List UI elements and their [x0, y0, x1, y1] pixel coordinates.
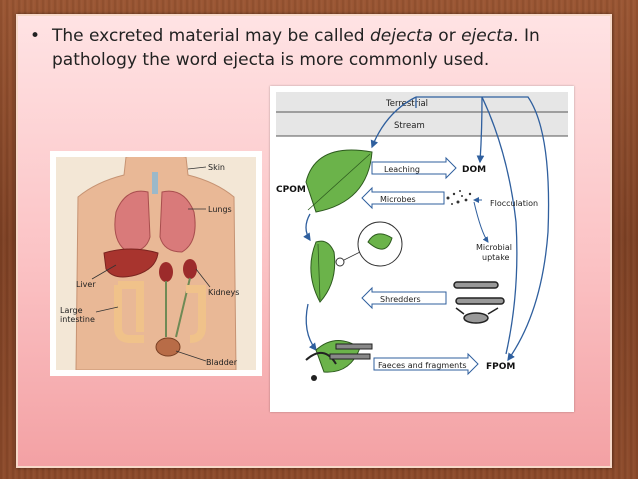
bullet-text-part2: or	[432, 26, 462, 46]
label-stream: Stream	[394, 121, 425, 131]
bullet-text-part1: The excreted material may be called	[52, 26, 371, 46]
label-kidneys: Kidneys	[208, 288, 239, 297]
label-large: Large	[60, 306, 83, 315]
label-faeces: Faeces and fragments	[378, 361, 467, 370]
bullet-icon: •	[30, 26, 41, 46]
term-ejecta: ejecta	[461, 26, 514, 46]
label-microbes: Microbes	[380, 195, 416, 204]
label-lungs: Lungs	[208, 205, 232, 214]
label-dom: DOM	[462, 165, 486, 175]
bullet-line-2: pathology the word ejecta is more common…	[52, 50, 490, 70]
label-flocculation: Flocculation	[490, 199, 538, 208]
stream-diagram: Terrestrial Stream CPOM Leaching DOM Mic…	[276, 92, 568, 381]
anatomy-image: Skin Lungs Liver Kidneys Large intestine…	[50, 151, 262, 376]
label-terrestrial: Terrestrial	[385, 99, 428, 109]
label-bladder: Bladder	[206, 358, 238, 367]
term-dejecta: dejecta	[370, 26, 433, 46]
label-fpom: FPOM	[486, 362, 515, 372]
label-microbial: Microbial	[476, 243, 512, 252]
label-liver: Liver	[76, 280, 96, 289]
label-uptake: uptake	[482, 253, 510, 262]
anatomy-illustration: Skin Lungs Liver Kidneys Large intestine…	[60, 154, 239, 371]
bullet-text-part3: . In	[513, 26, 540, 46]
label-cpom: CPOM	[276, 185, 306, 195]
label-shredders: Shredders	[380, 295, 421, 304]
stream-diagram-image: Terrestrial Stream CPOM Leaching DOM Mic…	[270, 86, 574, 412]
bullet-paragraph: • The excreted material may be called dej…	[30, 24, 590, 72]
label-skin: Skin	[208, 163, 225, 172]
label-leaching: Leaching	[384, 165, 420, 174]
bullet-line-1: • The excreted material may be called dej…	[30, 24, 590, 48]
label-intestine: intestine	[60, 315, 95, 324]
